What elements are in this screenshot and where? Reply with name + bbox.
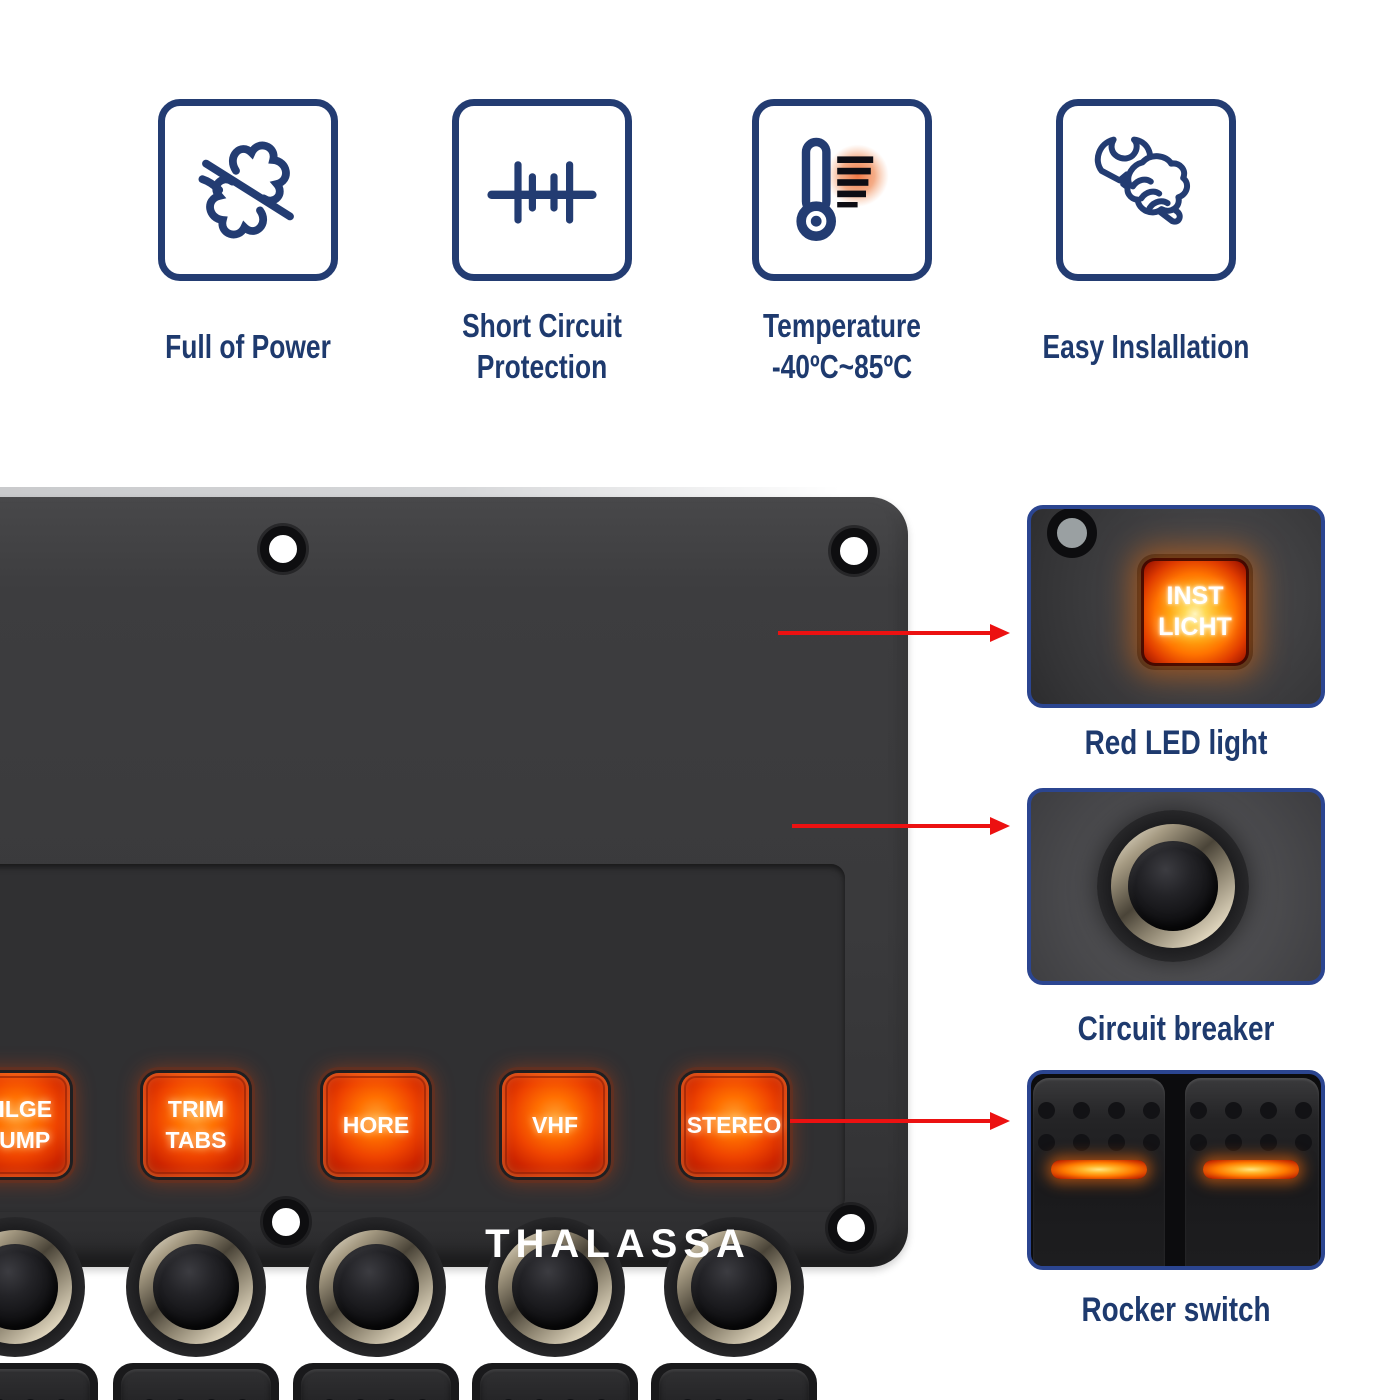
callout-arrow-breaker [792, 817, 1010, 835]
feature-box-temperature [752, 99, 932, 281]
led-label-bilge-pump: BILGE PUMP [0, 1073, 70, 1177]
short-circuit-icon [487, 161, 597, 224]
led-label-trim-tabs: TRIM TABS [143, 1073, 249, 1177]
led-label-inst-licht: INST LICHT [1141, 558, 1249, 666]
caption-rocker-switch: Rocker switch [1081, 1291, 1271, 1329]
feature-label-temperature: Temperature -40ºC~85ºC [763, 307, 921, 385]
circuit-breaker-4 [485, 1217, 625, 1357]
rocker-switch-5 [659, 1369, 809, 1400]
grip-dots [1038, 1102, 1055, 1119]
rocker-led-bar [1051, 1160, 1147, 1179]
feature-label-full-power: Full of Power [165, 327, 331, 365]
led-label-vhf: VHF [502, 1073, 608, 1177]
wrench-hand-icon [1094, 136, 1191, 225]
feature-label-easy-installation: Easy Inslallation [1042, 327, 1250, 365]
rocker-switch-2 [121, 1369, 271, 1400]
circuit-breaker-closeup [1097, 810, 1249, 962]
panel-top-edge [0, 487, 840, 498]
callout-red-led: INST LICHT [1027, 505, 1325, 708]
circuit-breaker-5 [664, 1217, 804, 1357]
grip-dots [1190, 1102, 1207, 1119]
rocker-led-bar [1203, 1160, 1299, 1179]
breaker-button [691, 1244, 777, 1330]
rocker-switch-closeup [1033, 1078, 1165, 1266]
brand-logo: THALASSA [485, 1222, 751, 1266]
rocker-switch-4 [480, 1369, 630, 1400]
grip-dots [1190, 1134, 1207, 1151]
callout-circuit-breaker [1027, 788, 1325, 985]
breaker-button [512, 1244, 598, 1330]
grip-dots [1038, 1134, 1055, 1151]
callout-arrow-rocker [790, 1112, 1010, 1130]
breaker-button [333, 1244, 419, 1330]
mounting-hole [828, 1205, 874, 1251]
circuit-breaker-3 [306, 1217, 446, 1357]
mounting-hole [831, 528, 877, 574]
rocker-switch-closeup [1185, 1078, 1319, 1266]
circuit-breaker-2 [126, 1217, 266, 1357]
circuit-breaker-1 [0, 1217, 85, 1357]
led-label-hore: HORE [323, 1073, 429, 1177]
mounting-hole [260, 526, 306, 572]
thermometer-icon [796, 137, 889, 241]
mounting-hole [1047, 509, 1097, 558]
feature-box-full-power [158, 99, 338, 281]
feature-label-short-circuit: Short Circuit Protection [462, 307, 622, 385]
breaker-button [1128, 841, 1218, 931]
rocker-switch-1 [0, 1369, 90, 1400]
breaker-button [153, 1244, 239, 1330]
rocker-switch-3 [301, 1369, 451, 1400]
caption-circuit-breaker: Circuit breaker [1077, 1010, 1275, 1048]
feature-box-easy-installation [1056, 99, 1236, 281]
callout-arrow-led [778, 624, 1010, 642]
caption-red-led: Red LED light [1084, 724, 1268, 762]
switch-panel: BILGE PUMP TRIM TABS HORE VHF STEREO [0, 497, 908, 1400]
mounting-hole [263, 1199, 309, 1245]
feature-box-short-circuit [452, 99, 632, 281]
led-label-stereo: STEREO [681, 1073, 787, 1177]
tangle-free-wires-icon [198, 141, 294, 239]
callout-rocker-switch [1027, 1070, 1325, 1270]
